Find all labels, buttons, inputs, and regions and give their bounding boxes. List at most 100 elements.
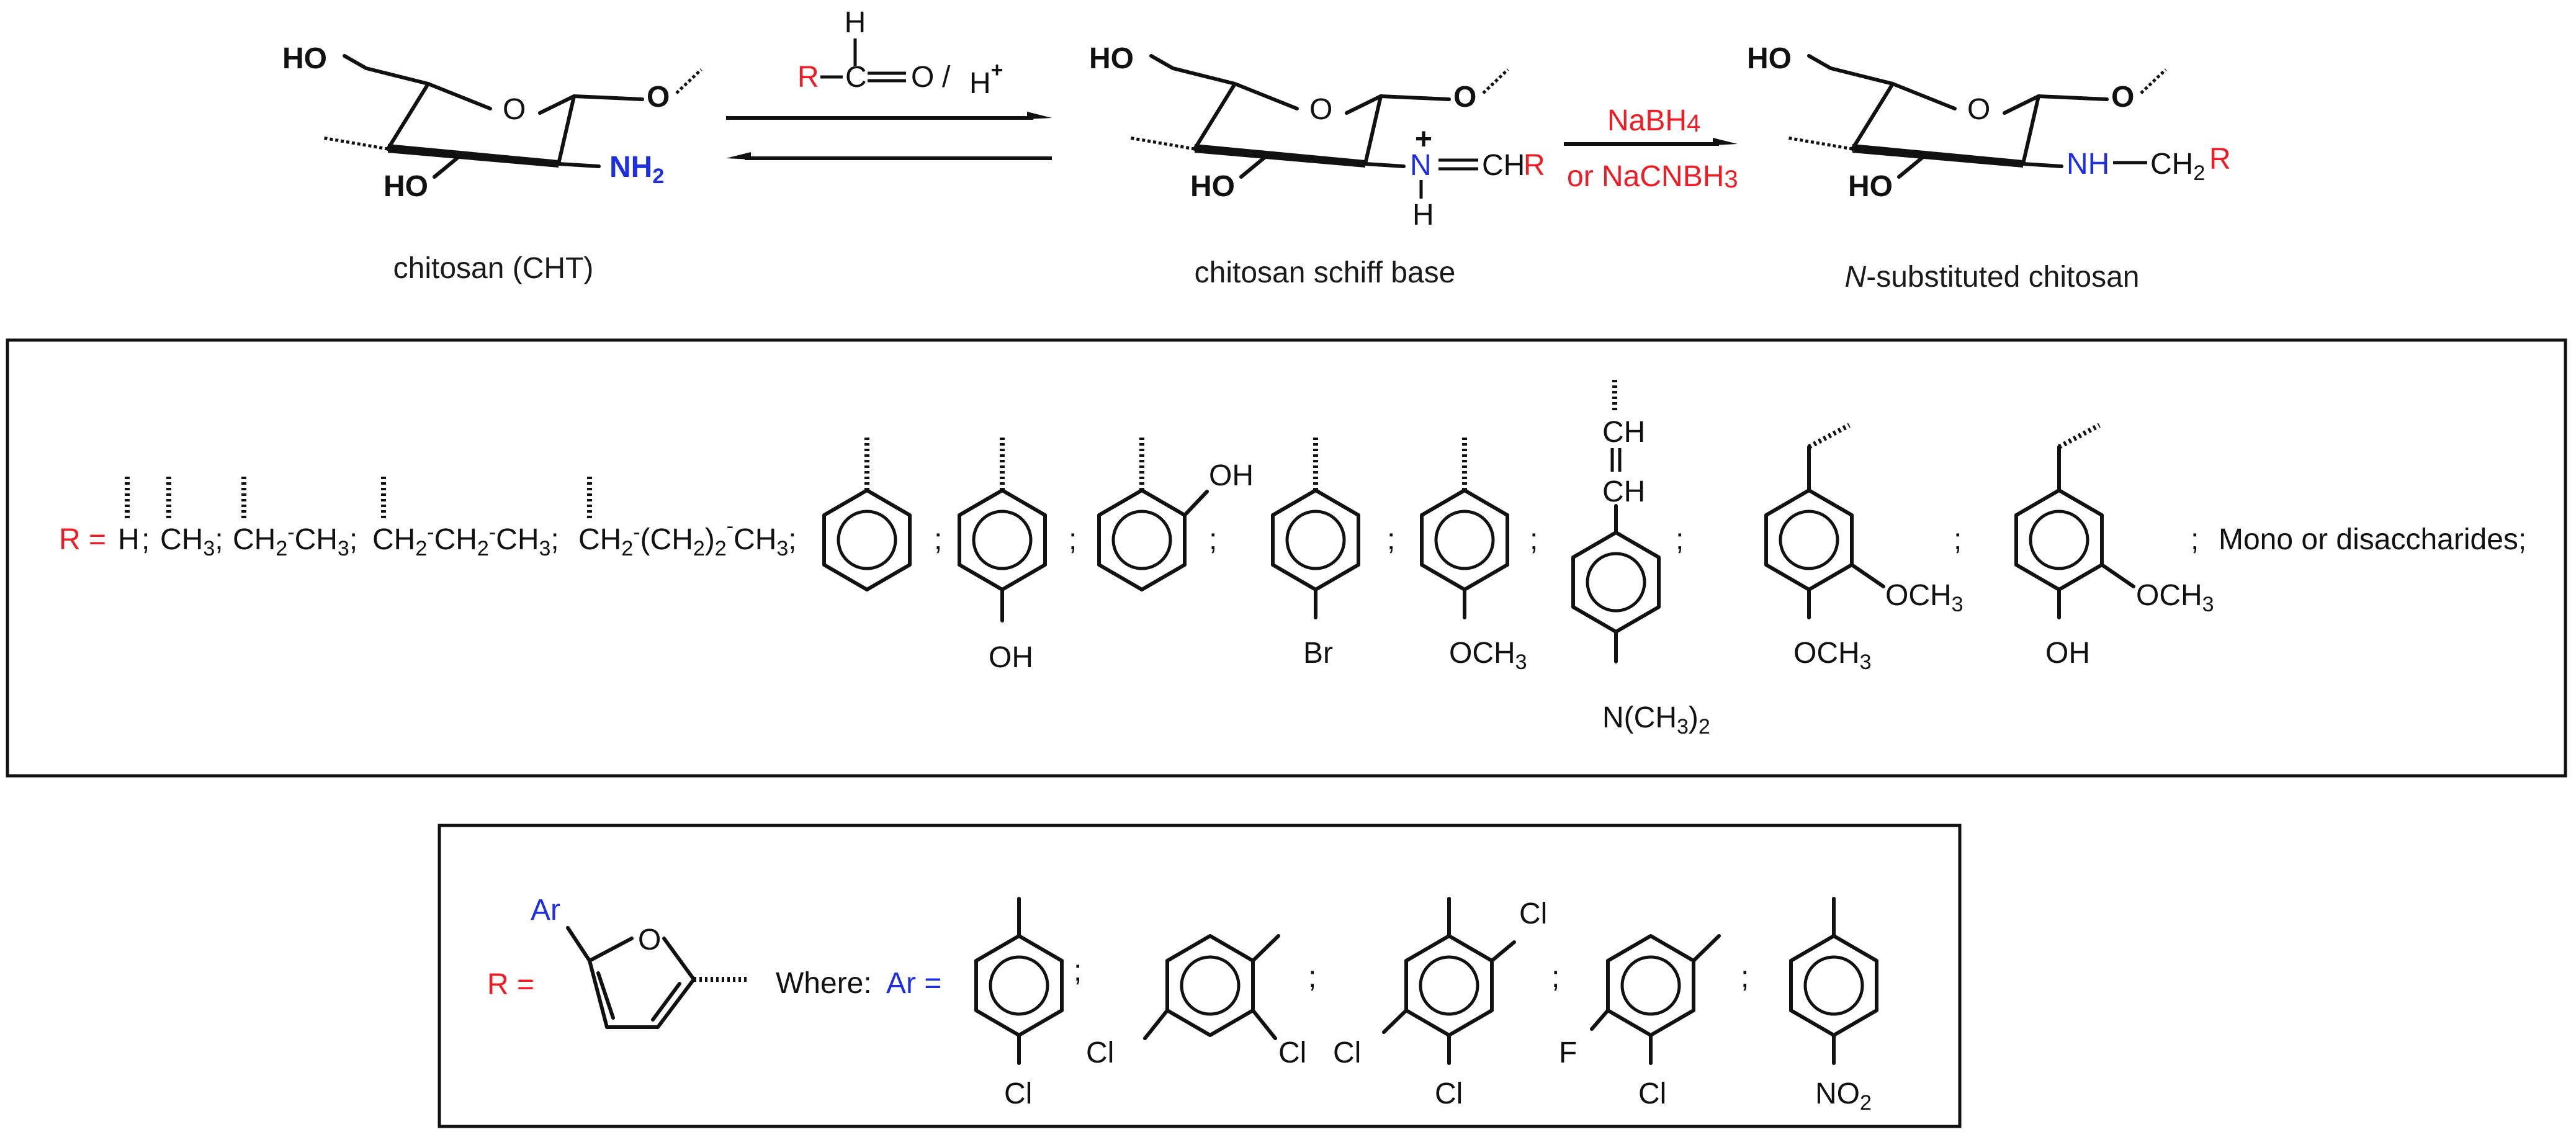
methoxyphenyl-group <box>1420 436 1509 619</box>
reverse-arrow-head <box>726 152 751 160</box>
aromatic-circle <box>1285 510 1346 570</box>
h-label: H <box>118 523 140 556</box>
furan-box <box>438 824 1962 1128</box>
sep-b: ; <box>1308 961 1316 994</box>
cl-label-4: Cl <box>1638 1077 1666 1110</box>
sep-bromophenyl: ; <box>1387 523 1395 556</box>
r-equals-label: R = <box>59 523 106 556</box>
saccharides-label: Mono or disaccharides; <box>2219 523 2526 556</box>
oh-label-ortho: OH <box>1209 459 1254 492</box>
glyco-bond <box>572 94 644 101</box>
nitrophenyl-group <box>1789 897 1878 1065</box>
ch2oh-bond <box>1807 54 1895 86</box>
sep-c: ; <box>1551 961 1560 994</box>
furan-o-label: O <box>638 924 661 956</box>
glyco-bond <box>2037 94 2109 101</box>
attachment-bond <box>2058 423 2101 449</box>
acid-label: H+ <box>969 58 1003 100</box>
n-plus-charge: + <box>1415 123 1432 156</box>
ch3-label: CH3; <box>160 523 223 560</box>
aromatic-circle <box>1779 510 1839 570</box>
nh2-bond <box>557 162 601 168</box>
product-label: N-substituted chitosan <box>1845 261 2140 294</box>
aromatic-circle <box>1419 955 1479 1016</box>
left-wavy-bond <box>1787 136 1853 151</box>
cl-bond-para <box>1143 1009 1169 1040</box>
sep-hydroxyphenyl: ; <box>1069 523 1077 556</box>
vanillyl-oh-label: OH <box>2045 637 2090 670</box>
ring-bottom-wedge <box>1195 144 1365 168</box>
ho-bottom-label: HO <box>1848 170 1893 203</box>
cl-label-1: Cl <box>1004 1077 1032 1110</box>
nh-bond <box>2021 162 2063 168</box>
ch2oh-bond <box>343 54 430 86</box>
ch-label-1: CH <box>1602 416 1645 449</box>
cl-bond-ortho <box>1251 1009 1277 1040</box>
meta-och3-bond <box>1850 563 1885 588</box>
furan-ring <box>566 926 748 1029</box>
ring-o-label: O <box>503 93 526 126</box>
where-label: Where: <box>776 967 872 1000</box>
sep-methoxyphenyl: ; <box>1530 523 1538 556</box>
aldehyde-c-label: C <box>845 61 867 94</box>
ch-label-2: CH <box>1602 475 1645 508</box>
methyl-bond <box>1692 934 1721 963</box>
para-och3-label: OCH3 <box>1793 637 1872 674</box>
dimethoxybenzyl-group <box>1764 423 1885 619</box>
nme2-label: N(CH3)2 <box>1602 701 1710 739</box>
f-bond <box>1590 1009 1610 1031</box>
furan-r-equals: R = <box>487 968 534 1001</box>
chlorofluorophenyl-group <box>1590 934 1721 1065</box>
aromatic-circle <box>972 510 1033 570</box>
furan-ar-label: Ar <box>531 894 560 927</box>
meta-och3-label: OCH3 <box>1885 579 1963 616</box>
glyco-o-label: O <box>647 81 670 114</box>
ch2oh-bond <box>1149 54 1237 86</box>
furan-ar-bond <box>566 926 591 963</box>
left-wavy-bond <box>1129 136 1195 151</box>
ho-bottom-label: HO <box>384 170 428 203</box>
reagent-slash: / <box>942 61 951 94</box>
meta-och3-bond <box>2100 563 2135 588</box>
cl-bond-top <box>1490 940 1516 963</box>
hydroxyphenyl-group <box>958 436 1047 622</box>
sep-d: ; <box>1741 961 1749 994</box>
aldehyde-co-double-bond <box>868 71 906 83</box>
nabh4-label: NaBH4 <box>1607 104 1700 137</box>
butyl-label: CH2-(CH2)2-CH3; <box>578 515 797 560</box>
cl-label-3c: Cl <box>1435 1077 1463 1110</box>
n-ch-double-bond <box>1438 158 1478 171</box>
glyco-wavy-bond <box>2140 68 2167 94</box>
r-groups-content: R = H ; CH3; CH2-CH3; CH2-CH2-CH3; CH2-(… <box>59 380 2526 739</box>
chitosan-label: chitosan (CHT) <box>393 252 594 285</box>
aromatic-circle <box>1803 955 1864 1016</box>
sep-cinnamyl: ; <box>1676 523 1684 556</box>
r-groups-box <box>6 338 2567 778</box>
phenyl-group <box>822 436 912 591</box>
ho-top-label: HO <box>1089 42 1134 75</box>
chlorophenyl-group <box>974 897 1064 1065</box>
aromatic-circle <box>1111 510 1172 570</box>
n-bond <box>1363 162 1406 168</box>
ho-top-label: HO <box>1747 42 1792 75</box>
aromatic-circle <box>1620 955 1681 1016</box>
aromatic-circle <box>2029 510 2089 570</box>
vanillyl-och3-label: OCH3 <box>2136 579 2214 616</box>
glyco-wavy-bond <box>1482 68 1509 94</box>
oh-bond <box>1239 155 1268 179</box>
glyco-wavy-bond <box>675 68 702 94</box>
cl-label-3b: Cl <box>1333 1036 1361 1069</box>
ho-top-label: HO <box>282 42 327 75</box>
vanillyl-group <box>2014 423 2135 619</box>
cl-label-3a: Cl <box>1519 897 1547 930</box>
attachment-bond <box>1808 423 1851 449</box>
r-label: R <box>2209 143 2231 176</box>
aromatic-circle <box>1434 510 1495 570</box>
r-label: R <box>1524 149 1545 182</box>
amine-label: NH2 <box>609 151 664 188</box>
schiff-base-label: chitosan schiff base <box>1195 256 1456 289</box>
sep-a: ; <box>1074 955 1082 987</box>
f-label: F <box>1559 1036 1577 1069</box>
br-label: Br <box>1303 637 1333 670</box>
